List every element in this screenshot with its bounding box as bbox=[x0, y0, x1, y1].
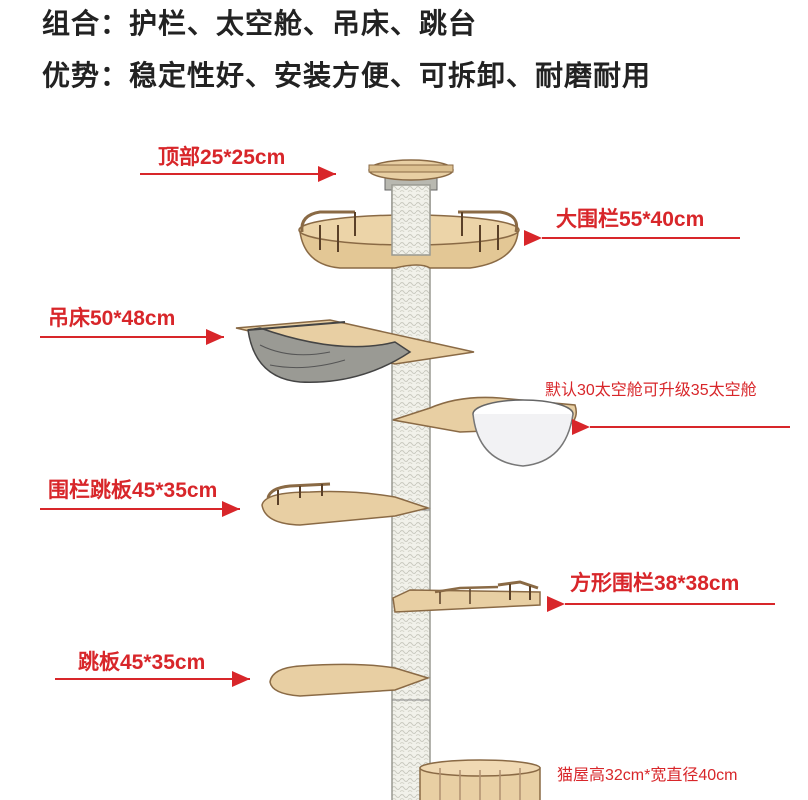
dimension-arrows bbox=[40, 166, 790, 687]
label-capsule-note: 默认30太空舱可升级35太空舱 bbox=[545, 382, 757, 399]
square-fence-platform bbox=[392, 580, 541, 613]
plain-board-platform bbox=[269, 663, 431, 697]
cat-house bbox=[419, 759, 541, 800]
advantages-headline: 优势：稳定性好、安装方便、可拆卸、耐磨耐用 bbox=[42, 59, 652, 92]
hammock bbox=[235, 319, 475, 383]
label-top-size: 顶部25*25cm bbox=[158, 146, 286, 169]
label-hammock-size: 吊床50*48cm bbox=[48, 307, 176, 330]
label-square-fence-size: 方形围栏38*38cm bbox=[570, 572, 740, 595]
fence-board-platform bbox=[261, 482, 431, 526]
combination-headline: 组合：护栏、太空舱、吊床、跳台 bbox=[42, 7, 478, 40]
label-fence-board-size: 围栏跳板45*35cm bbox=[48, 479, 218, 502]
label-house-size: 猫屋高32cm*宽直径40cm bbox=[557, 767, 738, 784]
label-board-size: 跳板45*35cm bbox=[78, 651, 206, 674]
sisal-pole bbox=[391, 179, 431, 800]
big-fence-platform bbox=[298, 184, 520, 269]
space-capsule bbox=[392, 396, 577, 467]
label-big-fence-size: 大围栏55*40cm bbox=[556, 208, 705, 231]
